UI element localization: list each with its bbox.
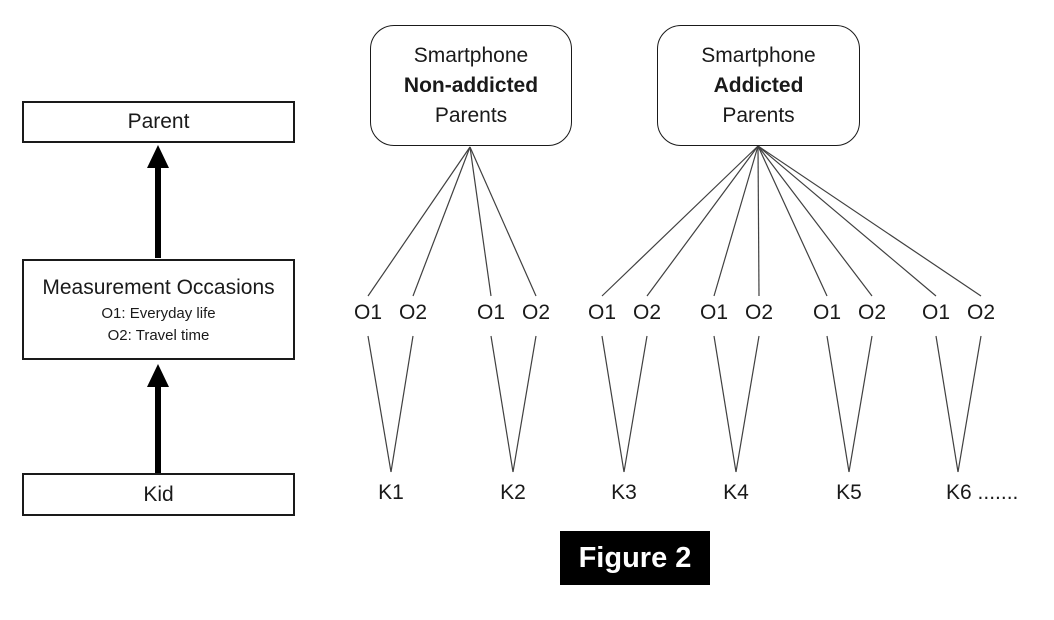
arrow-kid-to-measurement [147, 364, 169, 473]
kid-box: Kid [22, 473, 295, 516]
occasion-label-o1-k3: O1 [587, 301, 616, 324]
figure-caption: Figure 2 [560, 531, 710, 585]
group-title-line: Parents [722, 103, 795, 127]
kid-label-k6: K6 ....... [946, 481, 1019, 504]
fan-lines-addicted [601, 145, 982, 297]
group-title-line: Smartphone [701, 43, 816, 67]
parent-box-label: Parent [127, 110, 190, 133]
kid-label-k2: K2 [500, 481, 526, 504]
kid-label-k5: K5 [836, 481, 862, 504]
group-title-line-bold: Addicted [713, 73, 804, 97]
occasion-label-o1-k2: O1 [476, 301, 505, 324]
occasion-label-o2-k4: O2 [744, 301, 773, 324]
occasion-label-o1-k1: O1 [353, 301, 382, 324]
kid-label-k4: K4 [723, 481, 749, 504]
parent-box: Parent [22, 101, 295, 143]
v-lines-kids [367, 335, 982, 473]
kid-label-k3: K3 [611, 481, 637, 504]
measurement-occasions-title: Measurement Occasions [42, 275, 275, 299]
occasion-label-o1-k6: O1 [921, 301, 950, 324]
group-box-non-addicted: Smartphone Non-addicted Parents [370, 25, 572, 146]
group-box-addicted: Smartphone Addicted Parents [657, 25, 860, 146]
occasion-label-o2-k3: O2 [632, 301, 661, 324]
occasion-label-o2-k1: O2 [398, 301, 427, 324]
fan-lines-non-addicted [367, 146, 537, 297]
occasion-label-o1-k5: O1 [812, 301, 841, 324]
kid-label-k1: K1 [378, 481, 404, 504]
group-title-line: Parents [434, 103, 508, 127]
measurement-occasion-1: O1: Everyday life [101, 304, 216, 322]
figure-caption-text: Figure 2 [578, 541, 692, 574]
kid-box-label: Kid [143, 482, 174, 506]
group-title-line: Smartphone [413, 43, 529, 67]
measurement-occasion-2: O2: Travel time [107, 326, 210, 344]
occasion-label-o2-k5: O2 [857, 301, 886, 324]
occasion-label-o1-k4: O1 [699, 301, 728, 324]
measurement-occasions-box: Measurement Occasions O1: Everyday life … [22, 259, 295, 360]
occasion-label-o2-k6: O2 [966, 301, 995, 324]
arrow-measurement-to-parent [147, 145, 169, 258]
group-title-line-bold: Non-addicted [403, 73, 539, 97]
occasion-label-o2-k2: O2 [521, 301, 550, 324]
